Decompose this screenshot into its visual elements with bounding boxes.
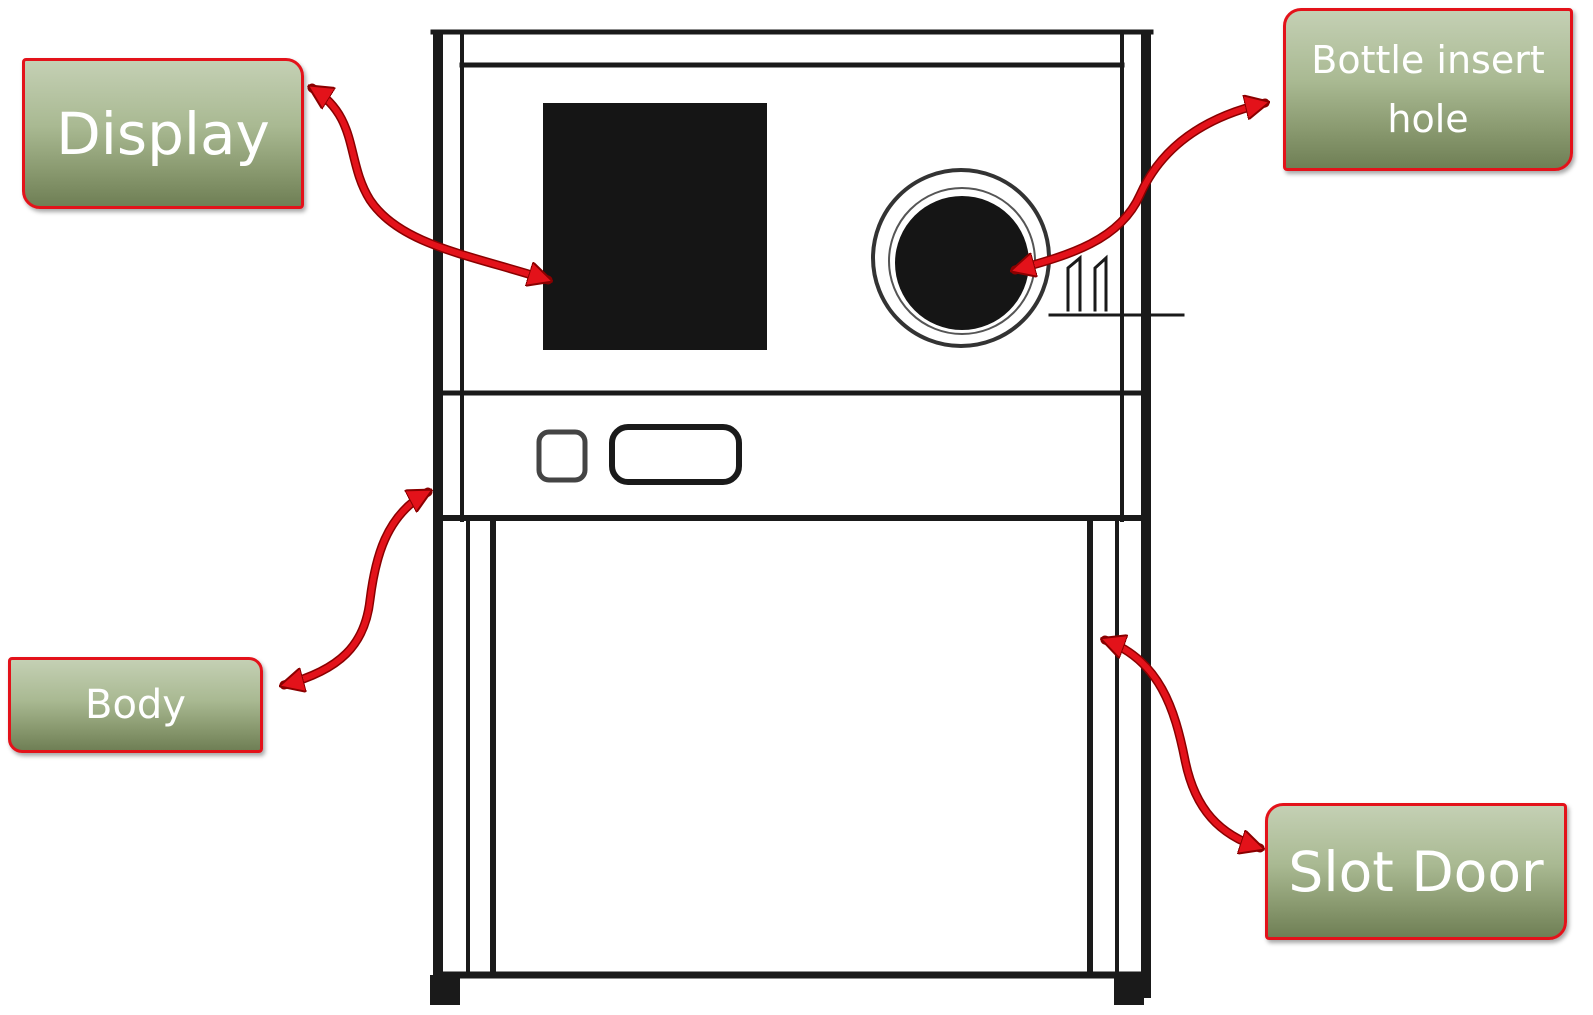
left-rail <box>433 30 443 998</box>
callout-slot-door: Slot Door <box>1265 803 1567 940</box>
callout-arrows <box>284 83 1265 848</box>
right-foot <box>1114 975 1144 1005</box>
callout-display: Display <box>22 58 304 209</box>
bottle-hole-arrow <box>1015 103 1265 270</box>
right-rail <box>1141 30 1151 998</box>
callout-slot-door-label: Slot Door <box>1288 839 1544 904</box>
callout-body: Body <box>8 657 263 753</box>
callout-display-label: Display <box>56 99 270 168</box>
display-arrow <box>312 83 548 280</box>
callout-bottle-insert-hole: Bottle insert hole <box>1283 8 1573 171</box>
body-arrow <box>284 487 428 685</box>
wide-button <box>609 424 742 485</box>
callout-bottle-insert-hole-label: Bottle insert hole <box>1311 37 1545 141</box>
machine-body <box>430 29 1185 1005</box>
left-foot <box>430 975 460 1005</box>
small-button <box>536 429 588 483</box>
slot-door-arrow <box>1105 640 1260 848</box>
bottle-hole-bracket <box>1066 254 1108 312</box>
display-screen <box>543 103 767 350</box>
callout-body-label: Body <box>85 682 186 728</box>
bottle-hole <box>895 196 1029 330</box>
